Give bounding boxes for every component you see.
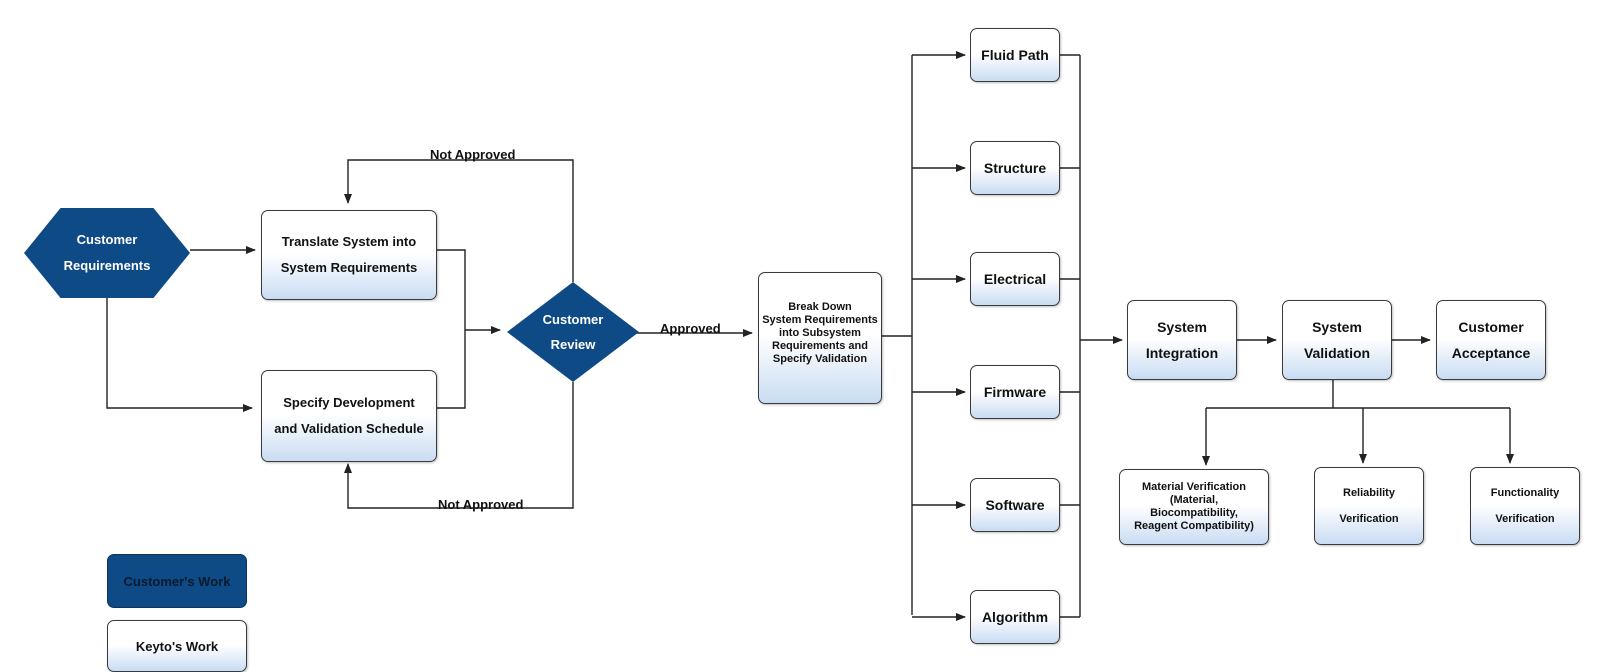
legend-customer-work-label: Customer's Work [123,573,231,589]
legend-keyto-work: Keyto's Work [107,620,247,672]
translate-system-box: Translate System into System Requirement… [261,210,437,300]
system-integration-box: System Integration [1127,300,1237,380]
subsystem-fluid-path-label: Fluid Path [981,47,1049,63]
subsystem-fluid-path: Fluid Path [970,28,1060,82]
system-integration-label: System Integration [1145,319,1219,361]
material-verification-box: Material Verification (Material, Biocomp… [1119,469,1269,545]
subsystem-firmware: Firmware [970,365,1060,419]
specify-schedule-label: Specify Development and Validation Sched… [274,395,424,436]
break-down-box: Break Down System Requirements into Subs… [758,272,882,404]
subsystem-structure-label: Structure [983,160,1047,176]
legend-keyto-work-label: Keyto's Work [135,638,219,654]
subsystem-software-label: Software [985,497,1045,513]
specify-schedule-box: Specify Development and Validation Sched… [261,370,437,462]
subsystem-structure: Structure [970,141,1060,195]
customer-review-label: Customer Review [542,312,604,352]
subsystem-electrical: Electrical [970,252,1060,306]
material-verification-label: Material Verification (Material, Biocomp… [1134,481,1254,532]
customer-requirements-label: Customer Requirements [63,232,151,273]
functionality-verification-box: Functionality Verification [1470,467,1580,545]
approved-label: Approved [660,321,721,336]
legend-customer-work: Customer's Work [107,554,247,608]
customer-acceptance-box: Customer Acceptance [1436,300,1546,380]
customer-acceptance-label: Customer Acceptance [1451,319,1531,361]
translate-system-label: Translate System into System Requirement… [280,234,418,275]
system-validation-label: System Validation [1303,319,1371,361]
reliability-verification-label: Reliability Verification [1339,487,1399,525]
break-down-label: Break Down System Requirements into Subs… [762,301,878,365]
system-validation-box: System Validation [1282,300,1392,380]
subsystem-electrical-label: Electrical [983,271,1047,287]
functionality-verification-label: Functionality Verification [1490,487,1560,525]
subsystem-firmware-label: Firmware [983,384,1047,400]
subsystem-software: Software [970,478,1060,532]
subsystem-algorithm-label: Algorithm [981,609,1049,625]
customer-requirements-node: Customer Requirements [24,208,190,298]
not-approved-top-label: Not Approved [430,147,516,162]
subsystem-algorithm: Algorithm [970,590,1060,644]
reliability-verification-box: Reliability Verification [1314,467,1424,545]
not-approved-bottom-label: Not Approved [438,497,524,512]
